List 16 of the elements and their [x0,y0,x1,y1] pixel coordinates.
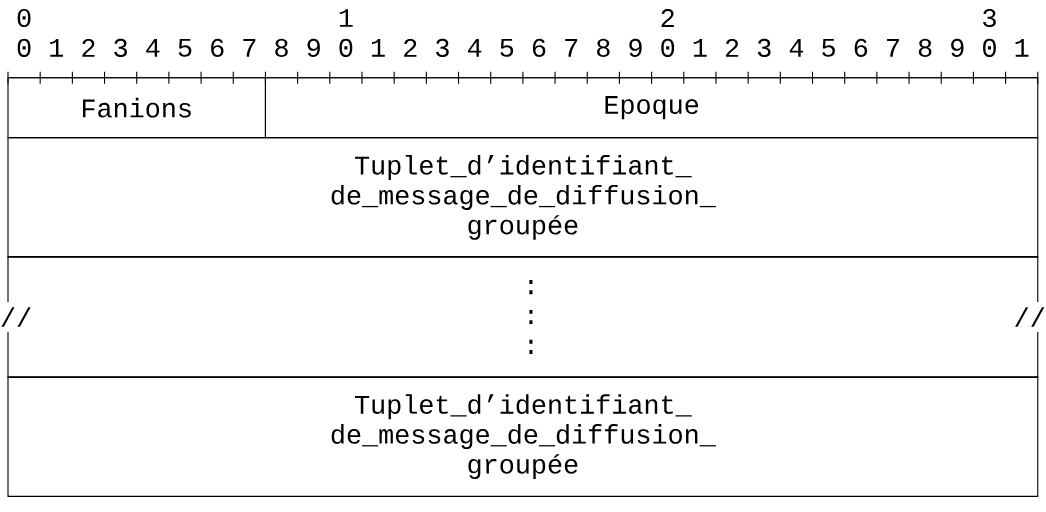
bit-number: 3 [983,8,996,28]
field-box: Epoque [264,77,1039,139]
bit-number: 7 [243,39,256,57]
bit-number: 0 [339,38,353,57]
field-box: Tuplet_d’identifiant_ de_message_de_diffusion_ groupée [7,137,1039,258]
bit-number: 5 [178,38,192,57]
bit-number: 6 [211,38,224,57]
bit-number: 9 [307,38,320,57]
break-mark: // [1,307,31,327]
bit-number: 0 [17,8,31,28]
field-box: Tuplet_d’identifiant_ de_message_de_diffusion_ groupée [7,376,1039,497]
break-mark: // [1015,307,1045,327]
bit-number: 1 [339,9,353,27]
bit-number: 8 [275,38,288,57]
field-box: Fanions [7,77,266,139]
bit-number: 2 [661,9,674,27]
